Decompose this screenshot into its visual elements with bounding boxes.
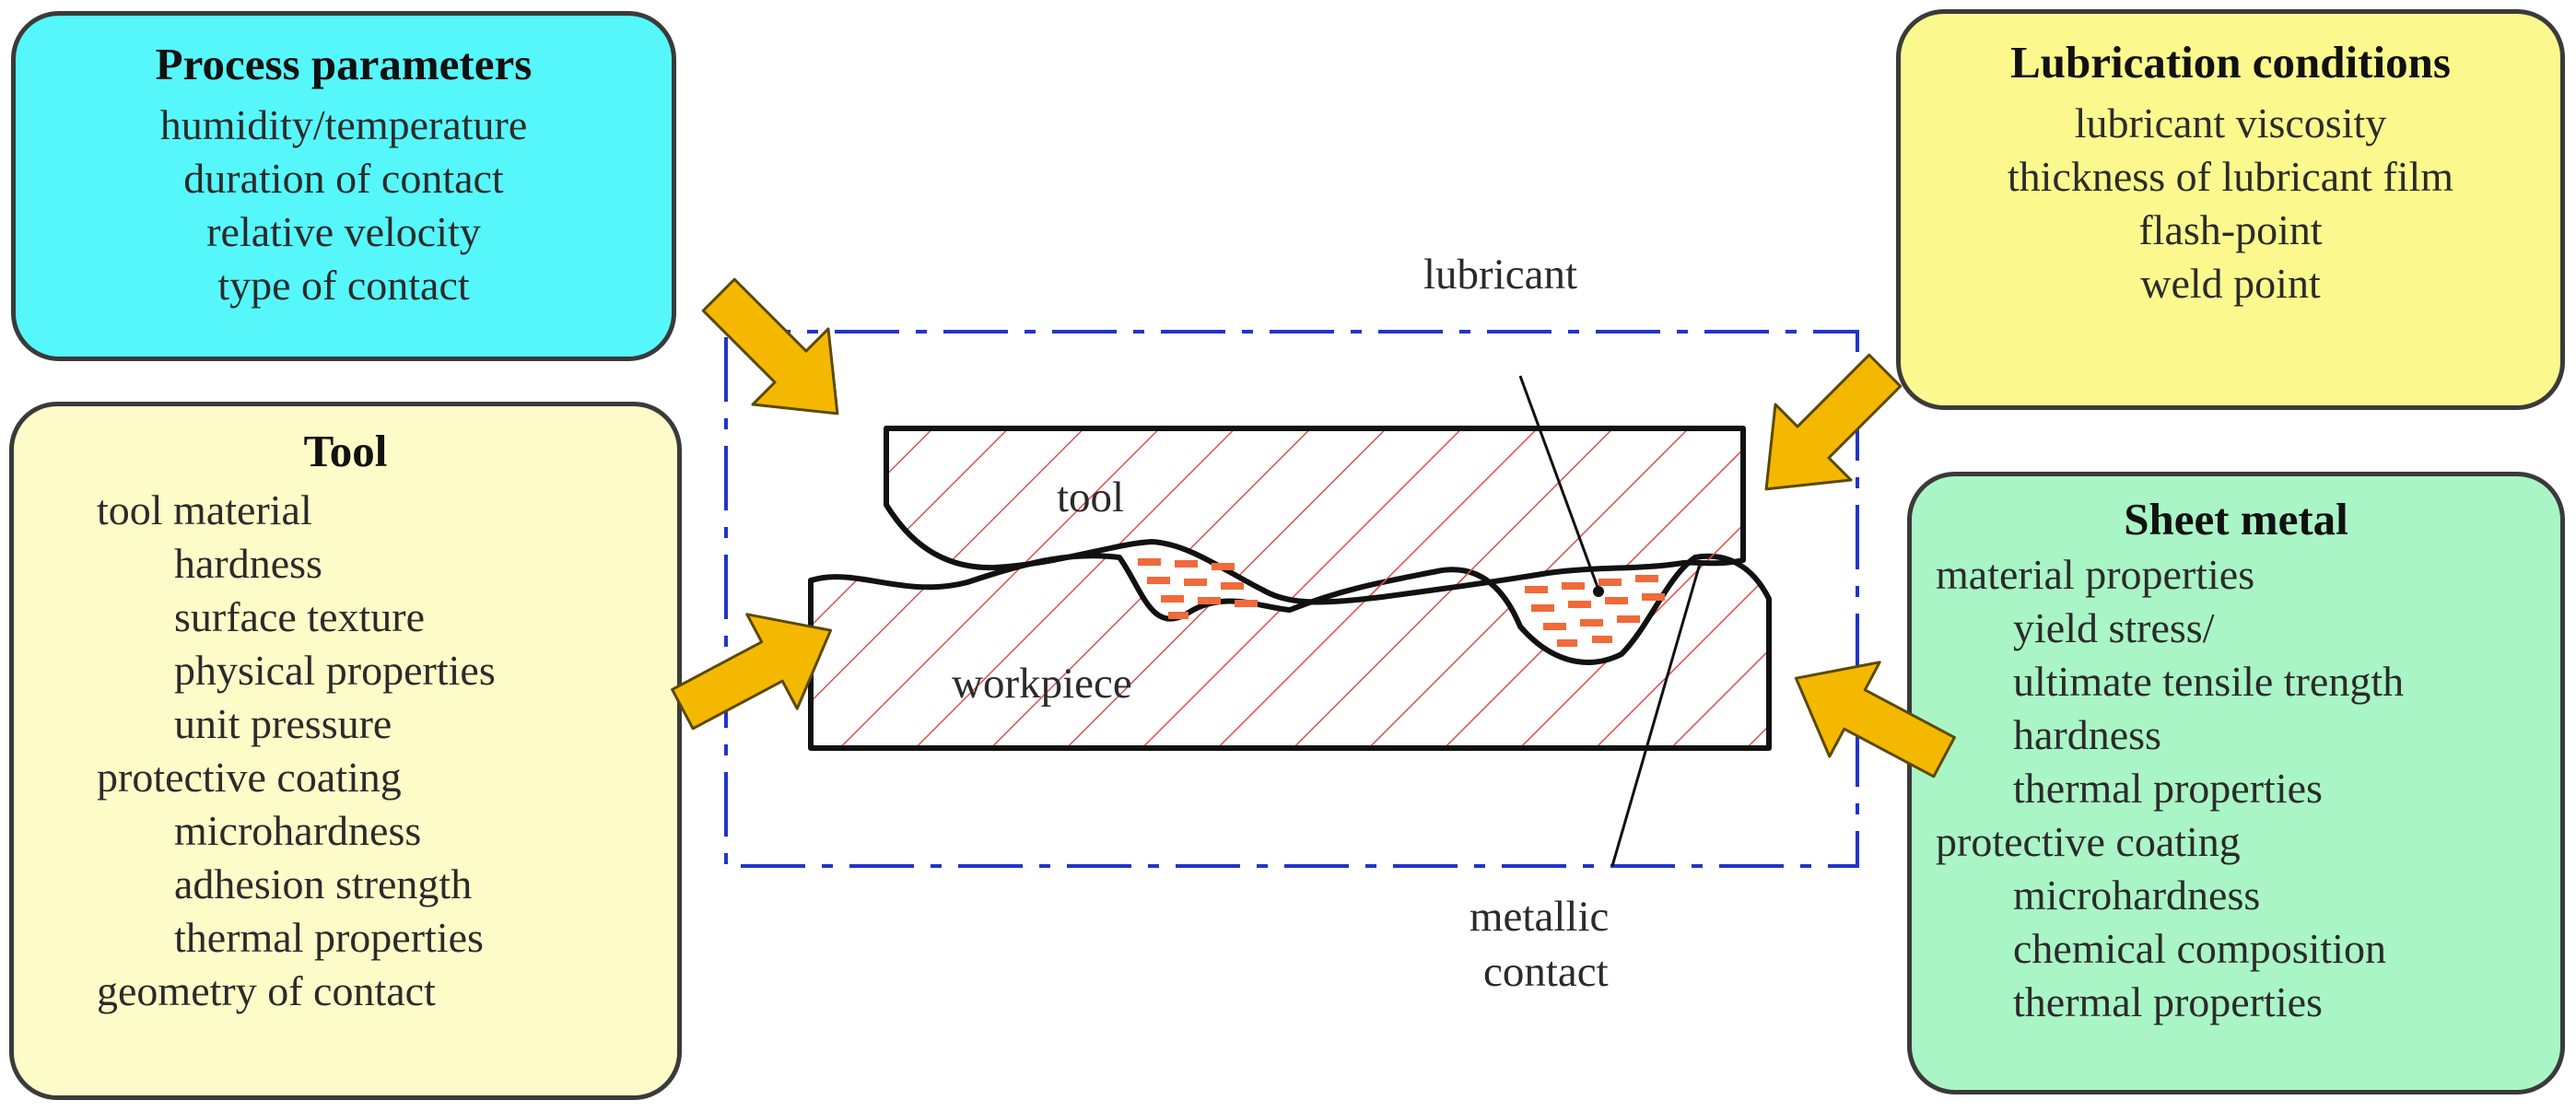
- sheet-metal-item: material properties: [1936, 551, 2255, 598]
- sheet-metal-item: protective coating: [1936, 818, 2241, 865]
- tool-item: unit pressure: [174, 700, 392, 747]
- sheet-metal-item: thermal properties: [2013, 765, 2323, 812]
- tool-label: tool: [1057, 474, 1124, 521]
- sheet-metal-item: microhardness: [2013, 872, 2261, 919]
- tool-title: Tool: [303, 426, 388, 476]
- process-parameter-item: humidity/temperature: [159, 101, 528, 148]
- process-parameter-item: type of contact: [217, 262, 470, 309]
- tool-item: adhesion strength: [174, 860, 473, 907]
- sheet-metal-item: yield stress/: [2013, 604, 2215, 651]
- sheet-metal-title: Sheet metal: [2124, 494, 2348, 544]
- process-parameter-item: relative velocity: [206, 208, 481, 255]
- tool-item: microhardness: [174, 807, 422, 854]
- sheet-metal-item: chemical composition: [2013, 925, 2386, 972]
- process-parameters-title: Process parameters: [155, 39, 533, 89]
- tool-item: surface texture: [174, 593, 426, 640]
- sheet-metal-item: ultimate tensile trength: [2013, 658, 2405, 705]
- arrow-tool-icon: [671, 613, 833, 731]
- process-parameter-item: duration of contact: [183, 155, 504, 202]
- metallic-contact-label-line1: metallic: [1469, 893, 1609, 941]
- control-volume-frame: [724, 330, 1859, 868]
- lubricant-leader-dot: [1593, 586, 1604, 597]
- tool-item: tool material: [97, 486, 312, 533]
- lubricant-leader-line: [1518, 375, 1600, 591]
- workpiece-label: workpiece: [952, 660, 1132, 708]
- lubrication-conditions-box: Lubrication conditions lubricant viscosi…: [1896, 9, 2565, 410]
- lubricant-label: lubricant: [1423, 251, 1577, 298]
- lubricant-pockets: [1138, 558, 1665, 647]
- tool-item: hardness: [174, 540, 322, 587]
- arrow-sheet-metal-icon: [1794, 661, 1956, 778]
- lubrication-item: lubricant viscosity: [2074, 99, 2387, 146]
- tool-item: geometry of contact: [97, 967, 436, 1014]
- metallic-contact-label-line2: contact: [1483, 948, 1609, 996]
- tool-item: thermal properties: [174, 914, 484, 961]
- metallic-contact-leader-line: [1610, 563, 1702, 867]
- lubrication-item: flash-point: [2138, 206, 2323, 253]
- arrow-process-icon: [701, 277, 839, 416]
- tool-item: physical properties: [174, 647, 496, 694]
- lubrication-conditions-title: Lubrication conditions: [2010, 37, 2451, 88]
- sheet-metal-box: Sheet metal material properties yield st…: [1907, 472, 2565, 1094]
- arrow-lubrication-icon: [1764, 353, 1903, 491]
- process-parameters-box: Process parameters humidity/temperature …: [11, 11, 676, 361]
- lubrication-item: thickness of lubricant film: [2007, 153, 2454, 200]
- lubrication-item: weld point: [2140, 260, 2321, 307]
- tool-box: Tool tool material hardness surface text…: [9, 402, 682, 1100]
- sheet-metal-item: hardness: [2013, 711, 2161, 758]
- tool-item: protective coating: [97, 754, 402, 801]
- sheet-metal-item: thermal properties: [2013, 978, 2323, 1025]
